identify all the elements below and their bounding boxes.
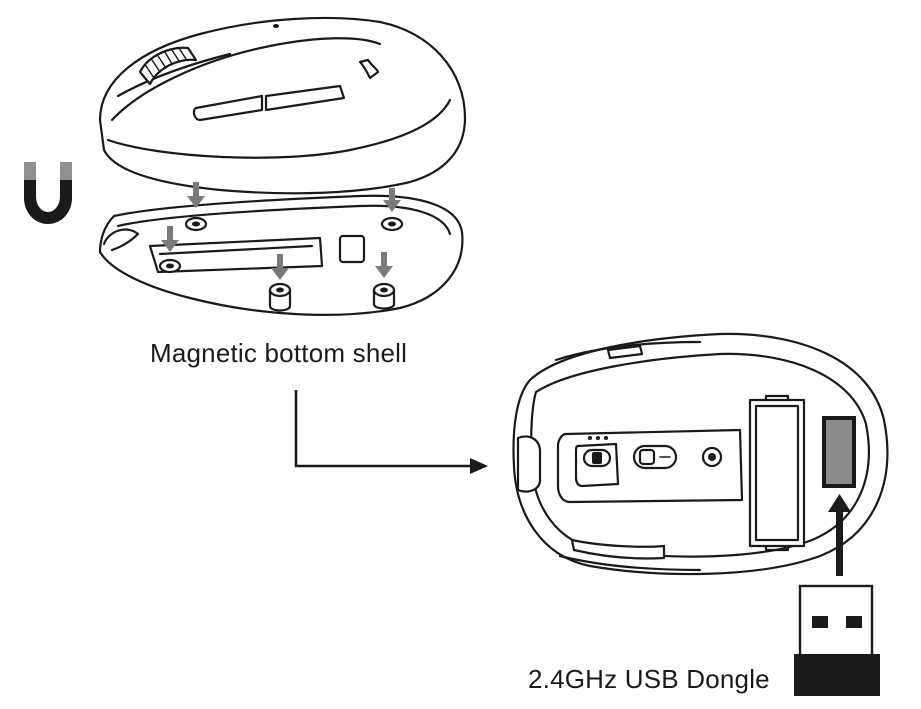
scroll-wheel [138,46,198,86]
connect-button [701,446,723,468]
attach-arrows [161,182,401,280]
down-arrow-icon [271,254,289,280]
usb-dongle [794,584,880,696]
magnet-post [372,282,396,310]
down-arrow-icon [375,252,393,278]
flow-arrow [294,390,488,474]
dpi-toggle [582,448,612,468]
magnet-post [268,282,292,312]
switch-panel [556,428,744,504]
receiver-slot [822,416,856,488]
down-arrow-icon [383,188,401,212]
usb-dongle-label: 2.4GHz USB Dongle [528,664,770,694]
up-arrow-icon [828,494,851,576]
magnet-icon [24,162,72,224]
mouse-top-shell [98,16,467,195]
down-arrow-icon [187,182,205,208]
magnet-post [380,216,404,232]
magnetic-shell-label: Magnetic bottom shell [150,338,408,368]
mouse-underside [512,332,889,576]
power-switch-icon [632,444,678,470]
magnet-post [184,216,208,232]
battery-compartment [748,394,806,552]
down-arrow-icon [161,226,179,252]
magnet-post [158,258,182,274]
